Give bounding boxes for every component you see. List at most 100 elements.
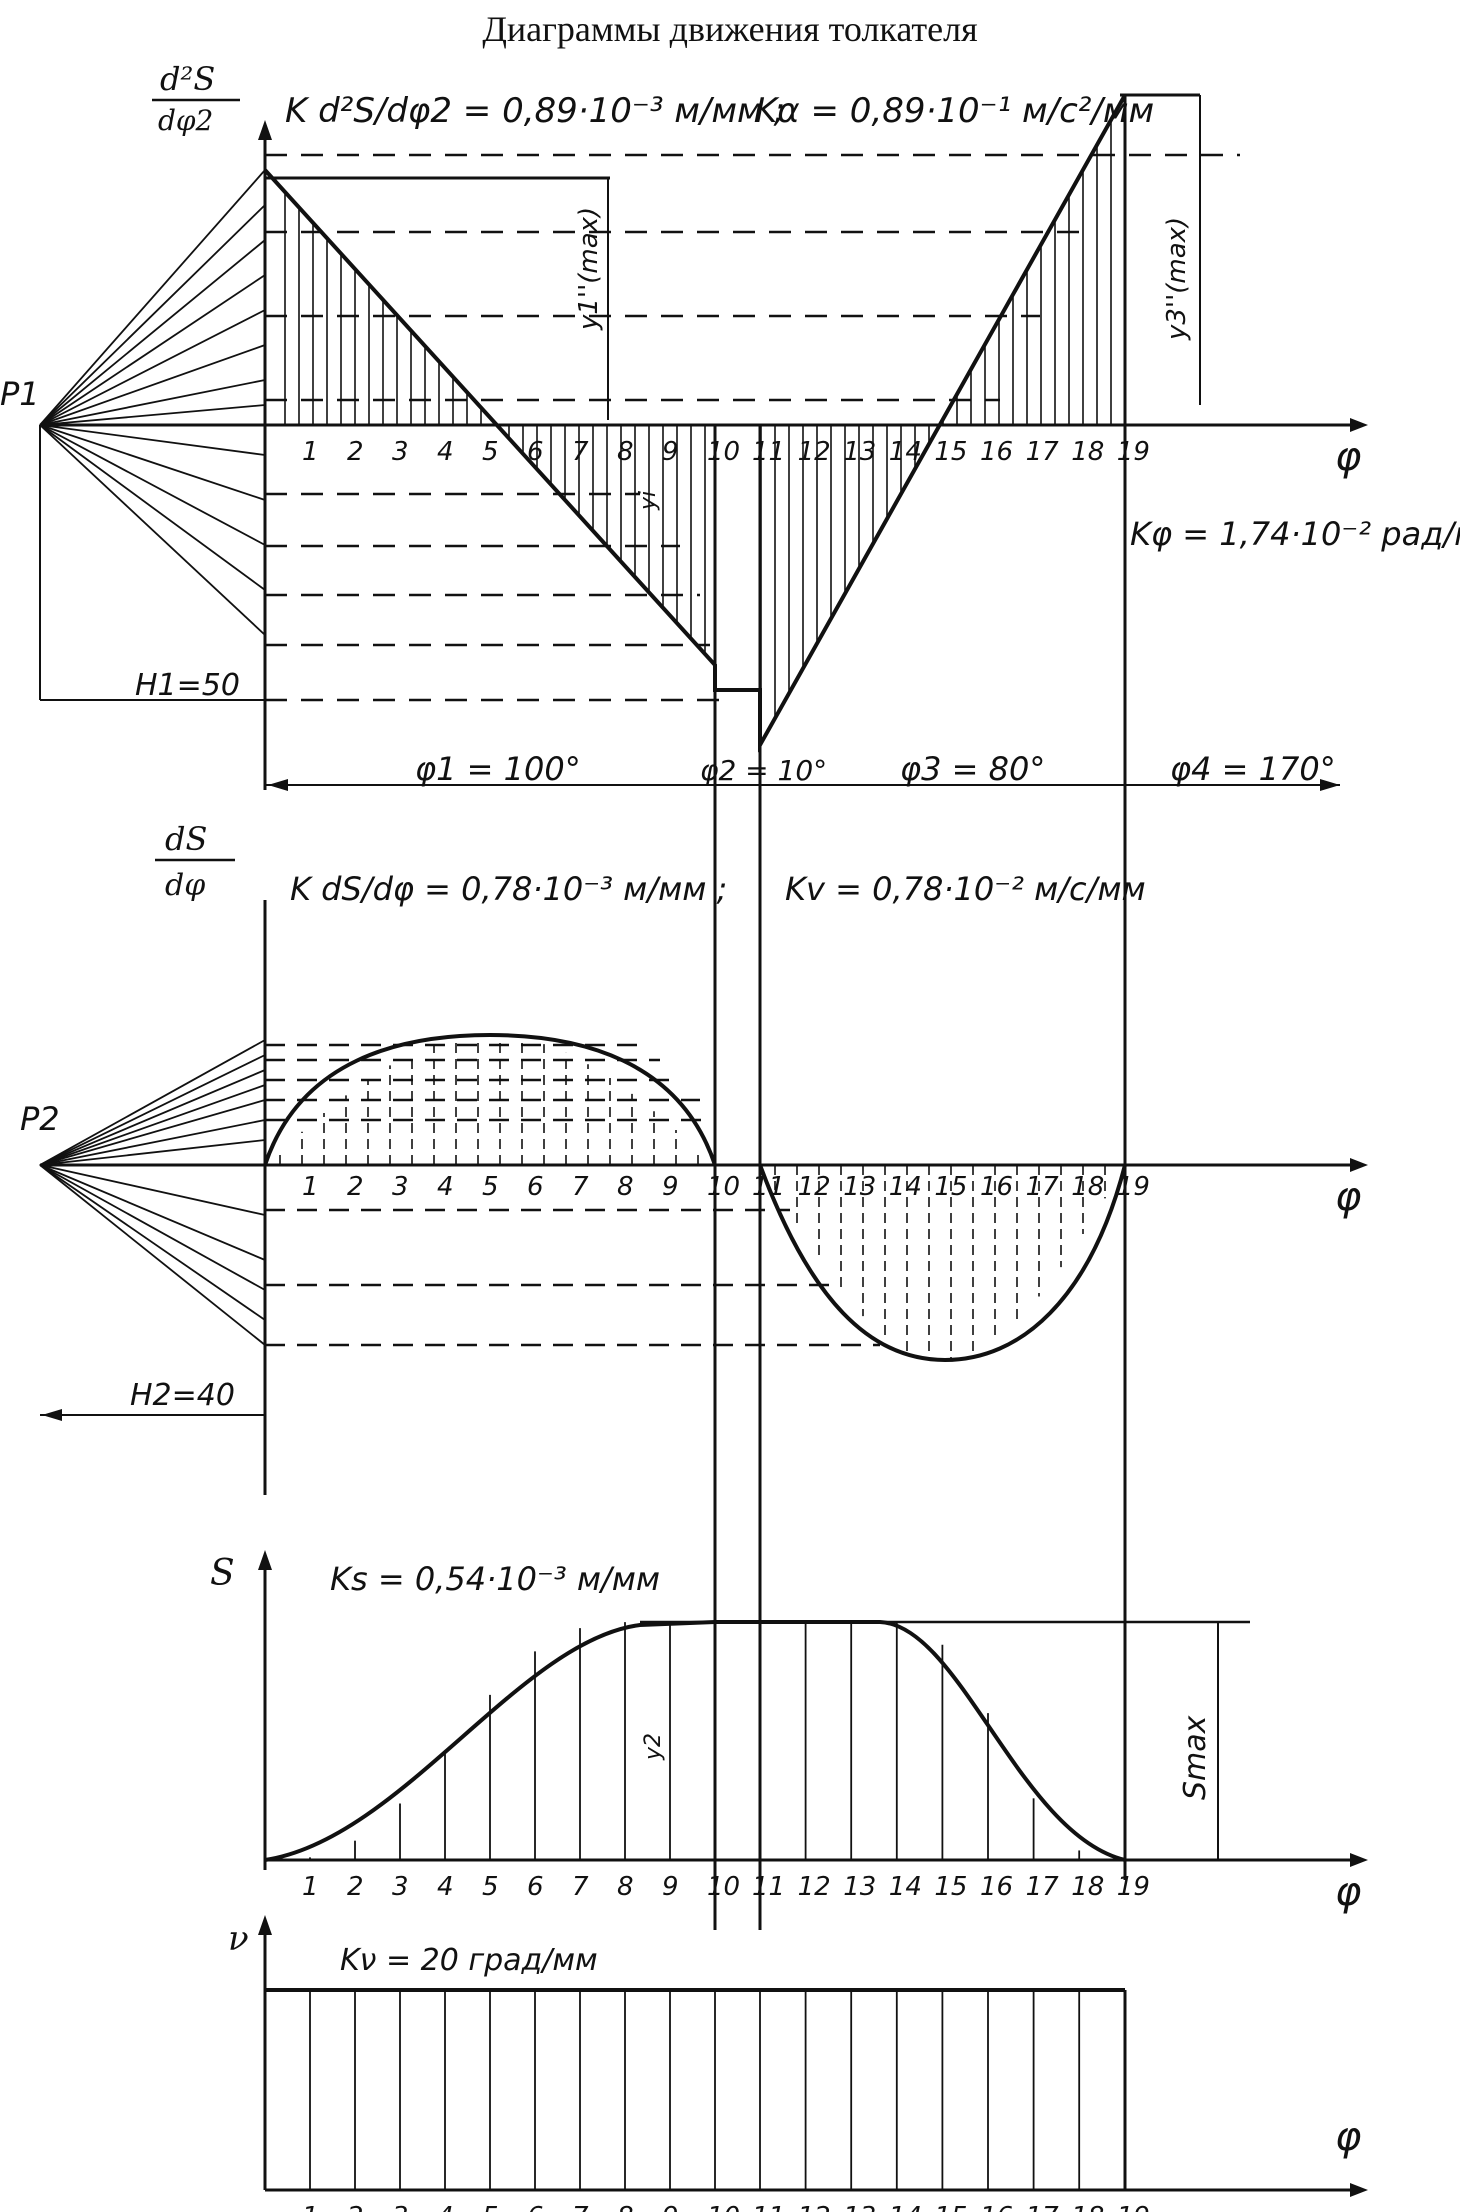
phase-boundaries (713, 95, 1127, 1930)
point-label: 12 (798, 1172, 831, 1202)
point-label: 17 (1026, 1872, 1060, 1902)
phase-arrow-left (268, 779, 288, 791)
point-label: 4 (437, 2202, 454, 2212)
s-phi-symbol: φ (1335, 1869, 1361, 1915)
point-label: 9 (662, 1872, 679, 1902)
phi3-label: φ3 = 80° (900, 750, 1045, 788)
point-label: 14 (889, 1872, 922, 1902)
point-label: 13 (843, 437, 876, 467)
point-label: 15 (934, 1172, 967, 1202)
w-phi-arrow (1350, 2183, 1368, 2197)
point-label: 1 (302, 2202, 319, 2212)
point-label: 5 (482, 2202, 499, 2212)
point-label: 12 (798, 1872, 831, 1902)
h1-label: H1=50 (135, 668, 240, 703)
k-s-formula: Ks = 0,54·10⁻³ м/мм (330, 1560, 660, 1598)
point-label: 11 (752, 437, 785, 467)
acc-phi-symbol: φ (1335, 434, 1361, 480)
point-label: 18 (1071, 1872, 1104, 1902)
point-label: 10 (707, 437, 740, 467)
point-label: 13 (843, 2202, 876, 2212)
point-label: 16 (980, 2202, 1013, 2212)
point-label: 13 (843, 1172, 876, 1202)
point-label: 2 (347, 2202, 364, 2212)
point-label: 16 (980, 1172, 1013, 1202)
point-label: 16 (980, 1872, 1013, 1902)
point-label: 8 (617, 2202, 634, 2212)
page-title: Диаграммы движения толкателя (482, 9, 978, 49)
w-v-arrow (258, 1915, 272, 1935)
point-label: 11 (752, 1172, 785, 1202)
point-label: 4 (437, 437, 454, 467)
point-label: 17 (1026, 2202, 1060, 2212)
acc-dash-lines (265, 153, 1240, 702)
vel-axis-den: dφ (165, 868, 205, 903)
acc-ka-formula: Kα = 0,89·10⁻¹ м/с²/мм (755, 91, 1154, 131)
point-label: 3 (392, 2202, 409, 2212)
point-label: 10 (707, 1172, 740, 1202)
point-label: 8 (617, 1172, 634, 1202)
y3max-label: y3''(max) (1162, 217, 1192, 341)
acc-curve (263, 94, 1127, 753)
omega-axis-label: ν (228, 1919, 249, 1959)
point-label: 6 (527, 2202, 544, 2212)
point-label: 13 (843, 1872, 876, 1902)
s-hatch (309, 1622, 1126, 1860)
point-label: 16 (980, 437, 1013, 467)
point-label: 10 (707, 1872, 740, 1902)
vel-axis-num: dS (165, 820, 207, 858)
s-phi-arrow (1350, 1853, 1368, 1867)
point-label: 14 (889, 1172, 922, 1202)
pole2-label: P2 (20, 1100, 60, 1138)
point-label: 1 (302, 1872, 319, 1902)
point-label: 17 (1026, 437, 1060, 467)
y2-label: y2 (641, 1733, 666, 1761)
vel-hatch (279, 1035, 1106, 1360)
point-label: 11 (752, 1872, 785, 1902)
point-label: 9 (662, 1172, 679, 1202)
acc-hatch (284, 119, 1112, 744)
point-label: 1 (302, 437, 319, 467)
point-label: 1 (302, 1172, 319, 1202)
phi2-label: φ2 = 10° (700, 754, 827, 787)
point-label: 19 (1117, 2202, 1150, 2212)
point-label: 3 (392, 1172, 409, 1202)
yi-label: yi (636, 491, 661, 511)
acc-scale-formula: K d²S/dφ2 = 0,89·10⁻³ м/мм ; (285, 91, 785, 131)
k-phi-label: Kφ = 1,74·10⁻² рад/мм (1130, 515, 1460, 553)
y1max-label: y1''(max) (574, 207, 604, 331)
point-label: 11 (752, 2202, 785, 2212)
point-label: 19 (1117, 437, 1150, 467)
h2-label: H2=40 (130, 1378, 235, 1413)
displacement-diagram (258, 1550, 1368, 1870)
point-label: 12 (798, 437, 831, 467)
vel-curve-neg (758, 1164, 1127, 1363)
vel-curve-pos (263, 1032, 717, 1166)
acc-pole-rays (39, 169, 266, 636)
point-label: 5 (482, 1872, 499, 1902)
phi1-label: φ1 = 100° (415, 750, 581, 788)
w-phi-symbol: φ (1335, 2114, 1361, 2160)
point-label: 15 (934, 1872, 967, 1902)
vel-dash-lines (265, 1043, 880, 1347)
point-label: 14 (889, 2202, 922, 2212)
k-v-formula: Kv = 0,78·10⁻² м/с/мм (785, 870, 1146, 908)
point-label: 3 (392, 1872, 409, 1902)
point-label: 2 (347, 1172, 364, 1202)
point-label: 9 (662, 437, 679, 467)
vel-phi-symbol: φ (1335, 1174, 1361, 1220)
point-label: 7 (572, 437, 589, 467)
point-label: 8 (617, 437, 634, 467)
point-label: 2 (347, 437, 364, 467)
s-axis-label: S (210, 1553, 235, 1594)
h2-arrow (42, 1409, 62, 1421)
phi4-label: φ4 = 170° (1170, 750, 1336, 788)
point-label: 4 (437, 1172, 454, 1202)
point-label: 14 (889, 437, 922, 467)
acc-phi-arrow (1350, 418, 1368, 432)
vel-pole-rays (39, 1039, 266, 1346)
